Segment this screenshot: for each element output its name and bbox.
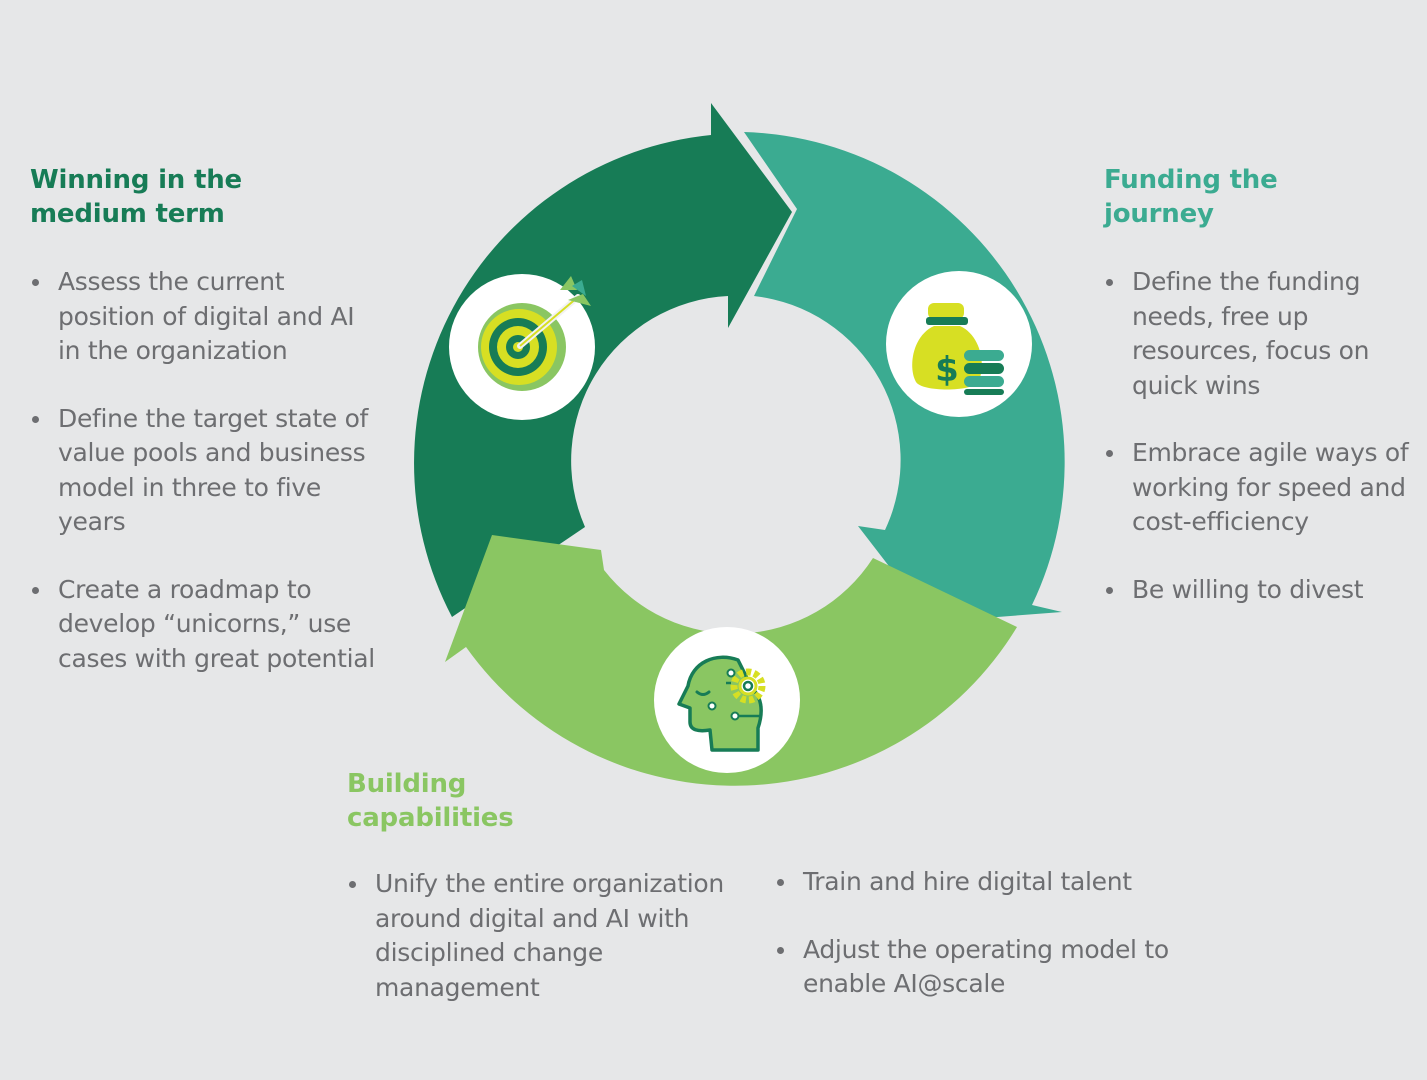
bullet-item: Define the funding needs, free up resour…: [1104, 265, 1427, 403]
section-title: Winning in the medium term: [30, 163, 375, 231]
bullet-item: Be willing to divest: [1104, 573, 1427, 608]
title-line-2: journey: [1104, 199, 1214, 229]
bullet-item: Train and hire digital talent: [775, 865, 1195, 900]
bullet-list: Define the funding needs, free up resour…: [1104, 265, 1427, 607]
bullet-list-right: Train and hire digital talent Adjust the…: [775, 865, 1195, 1035]
svg-text:$: $: [935, 350, 959, 390]
money-bag-coins-icon: $: [886, 271, 1032, 417]
bullet-item: Create a roadmap to develop “unicorns,” …: [30, 573, 375, 677]
bullet-list-left: Unify the entire organization around dig…: [347, 867, 747, 1038]
bullet-item: Define the target state of value pools a…: [30, 402, 375, 540]
title-line-1: Building: [347, 769, 467, 799]
title-line-2: capabilities: [347, 803, 514, 833]
section-title: Building capabilities: [347, 767, 1207, 835]
bullet-item: Assess the current position of digital a…: [30, 265, 375, 369]
section-funding: Funding the journey Define the funding n…: [1104, 163, 1427, 640]
section-building: Building capabilities Unify the entire o…: [347, 767, 1207, 1017]
section-winning: Winning in the medium term Assess the cu…: [30, 163, 375, 709]
cycle-arrow-winning: [414, 103, 792, 617]
head-gears-icon: [654, 627, 800, 773]
bullet-item: Adjust the operating model to enable AI@…: [775, 933, 1195, 1002]
title-line-1: Winning in the: [30, 165, 242, 195]
section-title: Funding the journey: [1104, 163, 1427, 231]
title-line-2: medium term: [30, 199, 225, 229]
bullet-item: Unify the entire organization around dig…: [347, 867, 747, 1005]
bullet-list: Assess the current position of digital a…: [30, 265, 375, 676]
title-line-1: Funding the: [1104, 165, 1278, 195]
bullet-item: Embrace agile ways of working for speed …: [1104, 436, 1427, 540]
target-dart-icon: [449, 274, 595, 420]
